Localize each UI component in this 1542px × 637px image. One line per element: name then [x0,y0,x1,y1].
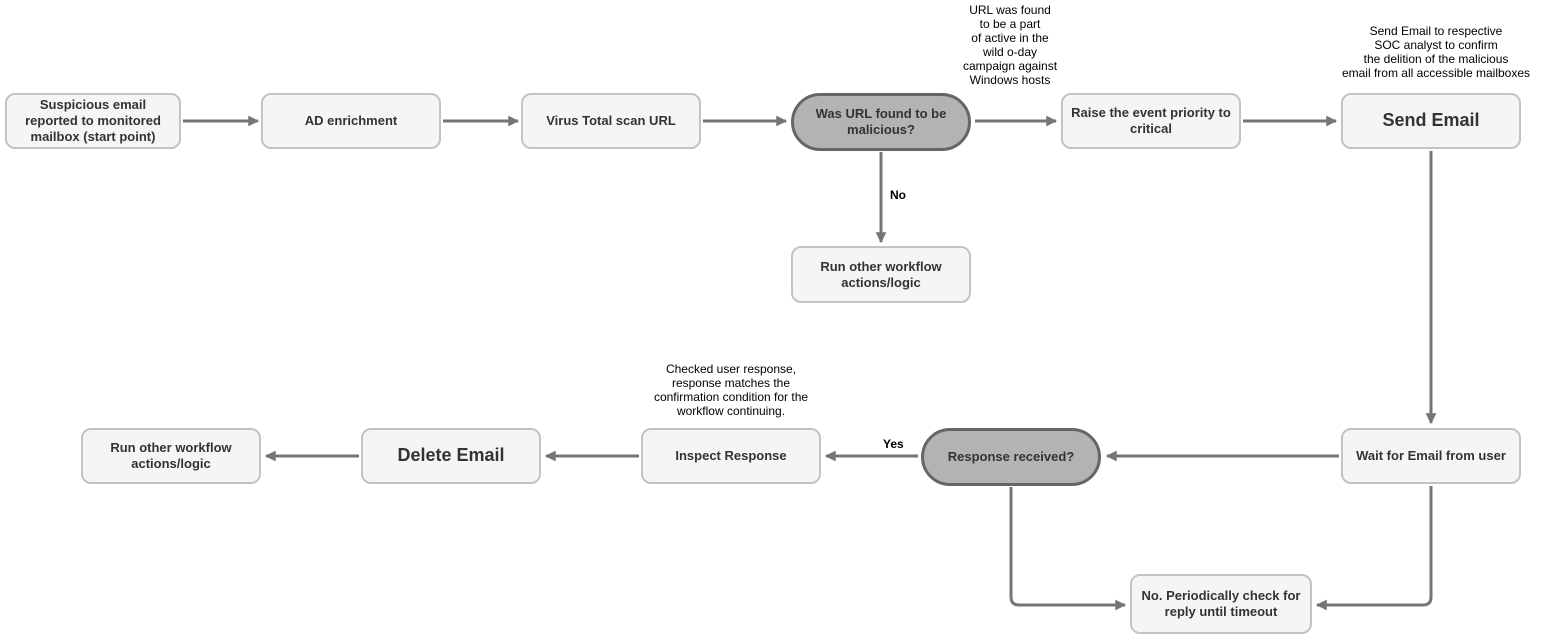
node-decision-url-malicious[interactable]: Was URL found to be malicious? [791,93,971,151]
node-inspect-response[interactable]: Inspect Response [641,428,821,484]
node-decision-response-received[interactable]: Response received? [921,428,1101,486]
edge-wait-for-email-to-periodic-check [1315,486,1433,611]
node-wait-for-email[interactable]: Wait for Email from user [1341,428,1521,484]
node-run-other-workflow-top[interactable]: Run other workflow actions/logic [791,246,971,303]
edge-response-decision-to-periodic-check [1009,487,1127,611]
node-run-other-workflow-bottom[interactable]: Run other workflow actions/logic [81,428,261,484]
node-delete-email[interactable]: Delete Email [361,428,541,484]
annotation-send-email-note: Send Email to respective SOC analyst to … [1341,24,1531,81]
node-start[interactable]: Suspicious email reported to monitored m… [5,93,181,149]
node-virus-total-scan[interactable]: Virus Total scan URL [521,93,701,149]
node-raise-priority[interactable]: Raise the event priority to critical [1061,93,1241,149]
edge-label-yes: Yes [881,437,906,451]
edge-label-no: No [888,188,908,202]
annotation-inspect-response-note: Checked user response, response matches … [653,362,809,419]
node-ad-enrichment[interactable]: AD enrichment [261,93,441,149]
node-send-email[interactable]: Send Email [1341,93,1521,149]
annotation-url-campaign: URL was found to be a part of active in … [962,3,1058,88]
node-periodic-check[interactable]: No. Periodically check for reply until t… [1130,574,1312,634]
